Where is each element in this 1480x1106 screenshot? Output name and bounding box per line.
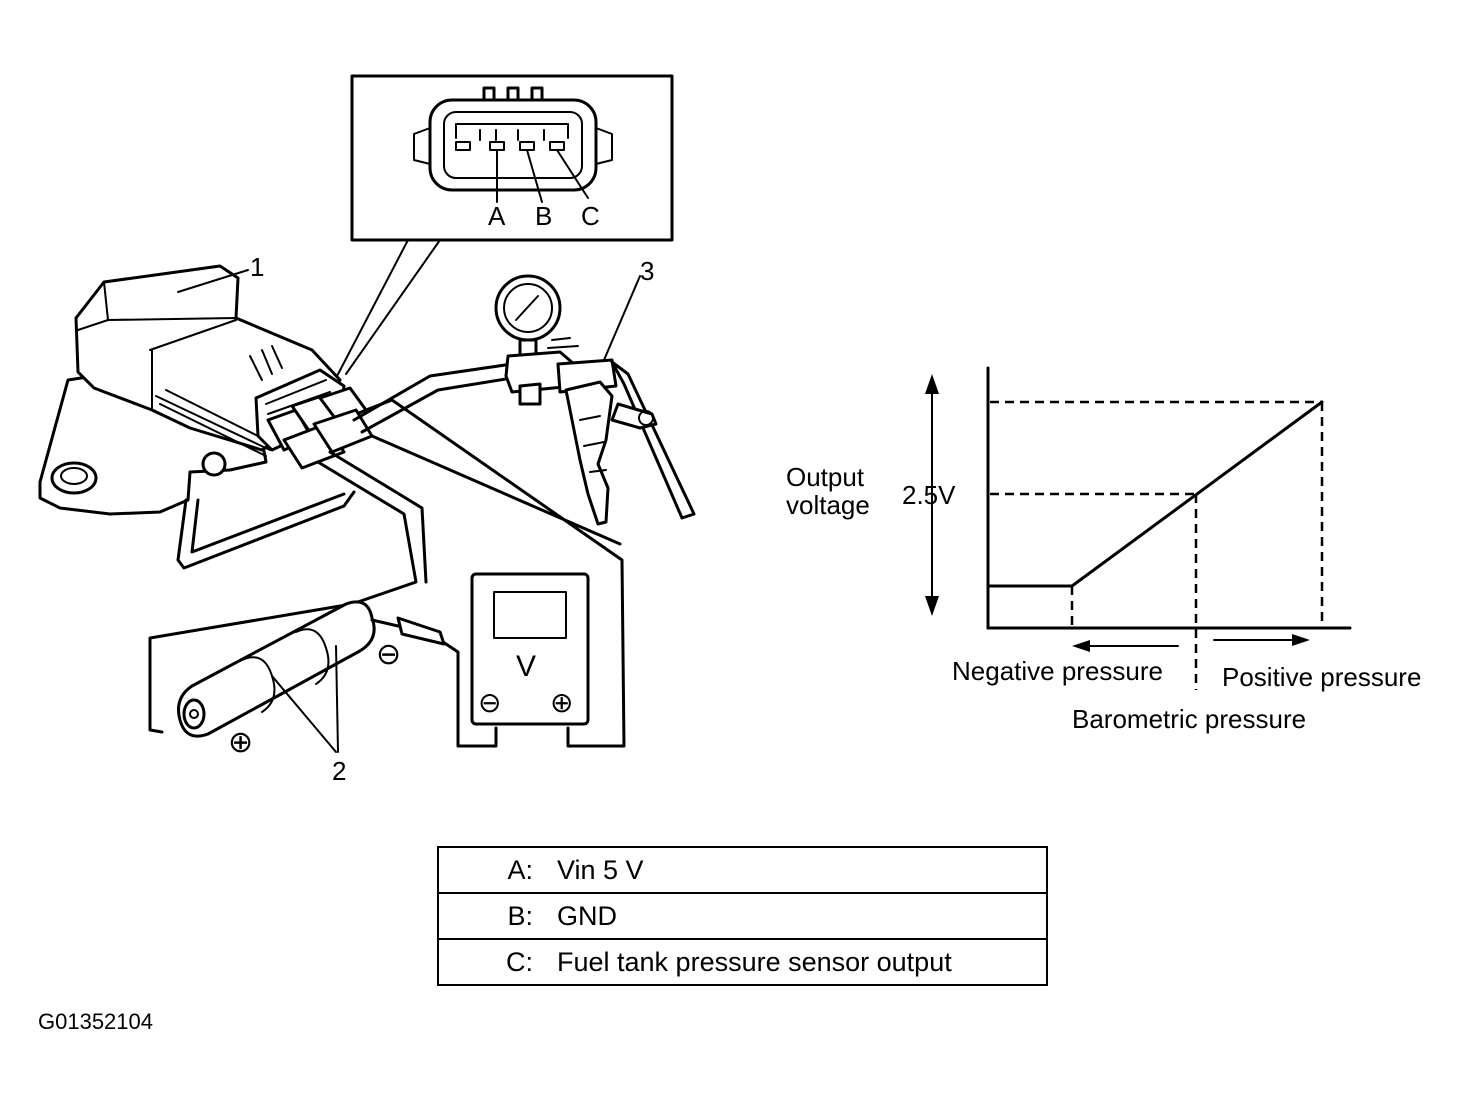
pressure-sensor: 1: [38, 252, 356, 570]
graph-barometric-label: Barometric pressure: [1072, 704, 1306, 734]
graph-negative-label: Negative pressure: [952, 656, 1163, 686]
connector-inset: A B C: [335, 74, 674, 379]
battery-plus-terminal: ⊕: [228, 726, 253, 759]
pin-desc-cell: Vin 5 V: [557, 854, 644, 885]
pin-cell: A:: [507, 854, 533, 885]
pin-cell: C:: [438, 938, 557, 985]
pin-c-label: C: [581, 201, 600, 231]
graph-voltage-mark: 2.5V: [902, 480, 956, 510]
table-row: C: Fuel tank pressure sensor output: [438, 938, 1047, 985]
pin-a-label: A: [488, 201, 506, 231]
callout-1: 1: [250, 252, 264, 282]
battery-minus-terminal: ⊖: [376, 638, 401, 671]
probe-leads: [148, 362, 626, 748]
output-voltage-graph: Output voltage 2.5V Negative pressure Po…: [786, 366, 1421, 734]
voltmeter: V ⊖ ⊕: [470, 572, 590, 726]
voltmeter-plus-terminal: ⊕: [550, 687, 573, 718]
graph-positive-label: Positive pressure: [1222, 662, 1421, 692]
pin-desc-cell: Fuel tank pressure sensor output: [557, 938, 1047, 985]
pin-cell: B:: [438, 892, 557, 939]
pin-desc-cell: GND: [557, 892, 1047, 939]
voltmeter-unit-label: V: [516, 650, 536, 683]
vacuum-pump: 3: [494, 256, 696, 526]
table-row: B: GND: [438, 892, 1047, 939]
battery-pack: ⊖ ⊕ 2: [177, 600, 498, 786]
pin-b-label: B: [535, 201, 552, 231]
callout-2: 2: [332, 756, 346, 786]
graph-ylabel-line2: voltage: [786, 490, 870, 520]
figure-code: G01352104: [38, 1009, 153, 1034]
voltmeter-minus-terminal: ⊖: [478, 687, 501, 718]
graph-ylabel-line1: Output: [786, 462, 865, 492]
callout-3: 3: [640, 256, 654, 286]
table-row: A: Vin 5 V: [438, 847, 1047, 893]
pin-table: A: Vin 5 V B: GND C: Fuel tank pressure …: [437, 846, 1048, 986]
